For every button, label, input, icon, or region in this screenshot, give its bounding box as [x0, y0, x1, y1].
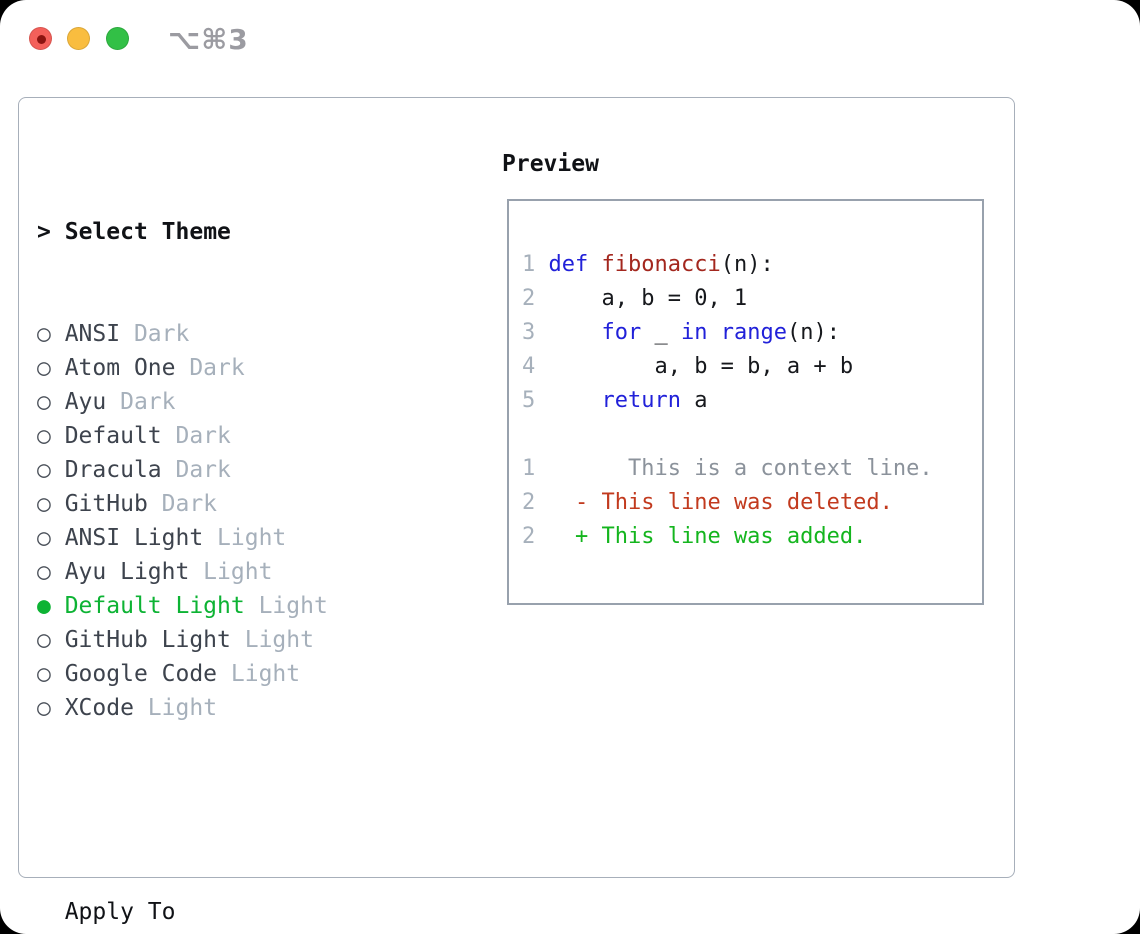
close-button-icon[interactable] [29, 27, 52, 50]
spacer-row [37, 793, 425, 827]
theme-option-xcode[interactable]: ○ XCode Light [37, 695, 218, 721]
theme-option-google-code[interactable]: ○ Google Code Light [37, 661, 301, 687]
theme-option-github-light[interactable]: ○ GitHub Light Light [37, 627, 314, 653]
theme-picker-column: > Select Theme ○ ANSI Dark ○ Atom One Dar… [37, 147, 425, 934]
preview-code-line: 5 return a [522, 388, 708, 413]
zoom-button-icon[interactable] [106, 27, 129, 50]
theme-option-ayu[interactable]: ○ Ayu Dark [37, 389, 176, 415]
cursor-marker: > [37, 219, 51, 245]
theme-picker-panel: > Select Theme ○ ANSI Dark ○ Atom One Dar… [18, 97, 1015, 925]
preview-heading: Preview [502, 151, 599, 177]
theme-option-default-light[interactable]: ● Default Light Light [37, 593, 328, 619]
select-theme-heading: > Select Theme [37, 215, 425, 249]
theme-option-default[interactable]: ○ Default Dark [37, 423, 231, 449]
theme-option-dracula[interactable]: ○ Dracula Dark [37, 457, 231, 483]
theme-option-ansi-light[interactable]: ○ ANSI Light Light [37, 525, 287, 551]
window-title: ⌥⌘3 [168, 23, 249, 56]
theme-option-ansi[interactable]: ○ ANSI Dark [37, 321, 190, 347]
titlebar: ⌥⌘3 [0, 0, 1140, 76]
minimize-button-icon[interactable] [67, 27, 90, 50]
apply-to-heading: Apply To [64, 899, 176, 925]
theme-option-github[interactable]: ○ GitHub Dark [37, 491, 218, 517]
theme-options-list: ○ ANSI Dark ○ Atom One Dark ○ Ayu Dark ○ De… [37, 317, 425, 725]
preview-code-line: 1 def fibonacci(n): [522, 252, 774, 277]
preview-code-line: 1 This is a context line. [522, 456, 933, 481]
preview-code-line: 3 for _ in range(n): [522, 320, 840, 345]
preview-code-line: 4 a, b = b, a + b [522, 354, 854, 379]
preview-code-line: 2 a, b = 0, 1 [522, 286, 748, 311]
preview-code-line: 2 - This line was deleted. [522, 490, 893, 515]
unsaved-dot-icon [37, 35, 46, 44]
select-theme-heading-text: Select Theme [64, 219, 231, 245]
preview-code: 1 def fibonacci(n): 2 a, b = 0, 1 3 for _ … [522, 248, 933, 554]
preview-code-line [522, 418, 933, 452]
preview-pane: 1 def fibonacci(n): 2 a, b = 0, 1 3 for _ … [507, 199, 984, 605]
select-theme-heading-label [51, 219, 65, 245]
preview-code-line: 2 + This line was added. [522, 524, 867, 549]
theme-option-ayu-light[interactable]: ○ Ayu Light Light [37, 559, 273, 585]
theme-option-atom-one[interactable]: ○ Atom One Dark [37, 355, 245, 381]
